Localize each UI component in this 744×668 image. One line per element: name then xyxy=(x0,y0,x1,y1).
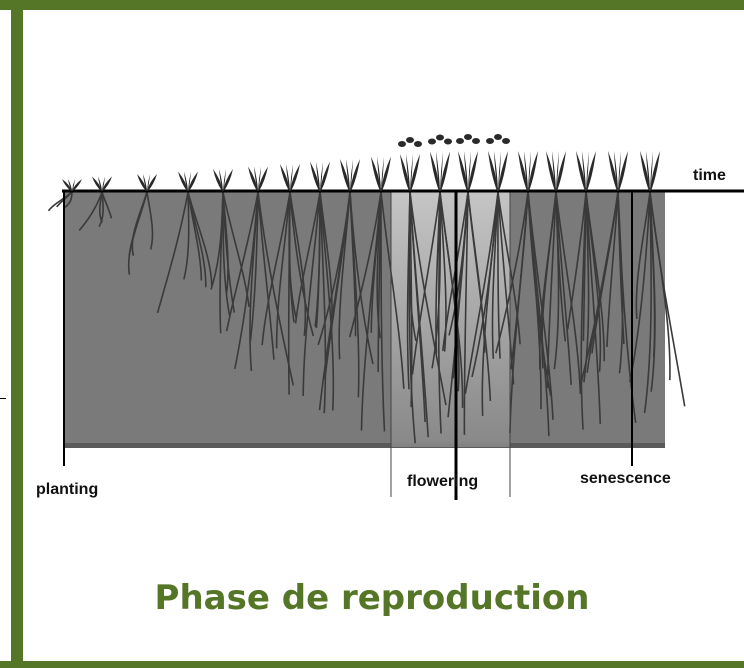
senescence-label: senescence xyxy=(580,470,671,488)
plant-shoot xyxy=(428,135,452,192)
plant-shoot xyxy=(340,159,360,191)
plant-shoot xyxy=(62,179,82,191)
caption-title: Phase de reproduction xyxy=(0,578,744,618)
plant-row xyxy=(62,134,660,191)
plant-shoot xyxy=(137,174,157,191)
plant-shoot xyxy=(92,177,112,192)
plant-shoot xyxy=(280,164,300,191)
plant-shoot xyxy=(640,151,660,191)
plant-shoot xyxy=(371,157,391,192)
plant-shoot xyxy=(398,137,422,191)
soil-shadow xyxy=(64,443,665,448)
planting-label: planting xyxy=(36,481,98,499)
time-axis-label: time xyxy=(693,167,726,185)
plant-shoot xyxy=(546,151,566,191)
plant-shoot xyxy=(576,151,596,191)
plant-shoot xyxy=(608,151,628,191)
flowering-label: flowering xyxy=(407,473,478,491)
plant-shoot xyxy=(486,134,510,191)
plant-shoot xyxy=(178,172,198,192)
plant-shoot xyxy=(456,134,480,191)
plant-shoot xyxy=(518,151,538,191)
plant-shoot xyxy=(310,162,330,192)
plant-shoot xyxy=(213,169,233,191)
plant-shoot xyxy=(248,167,268,192)
